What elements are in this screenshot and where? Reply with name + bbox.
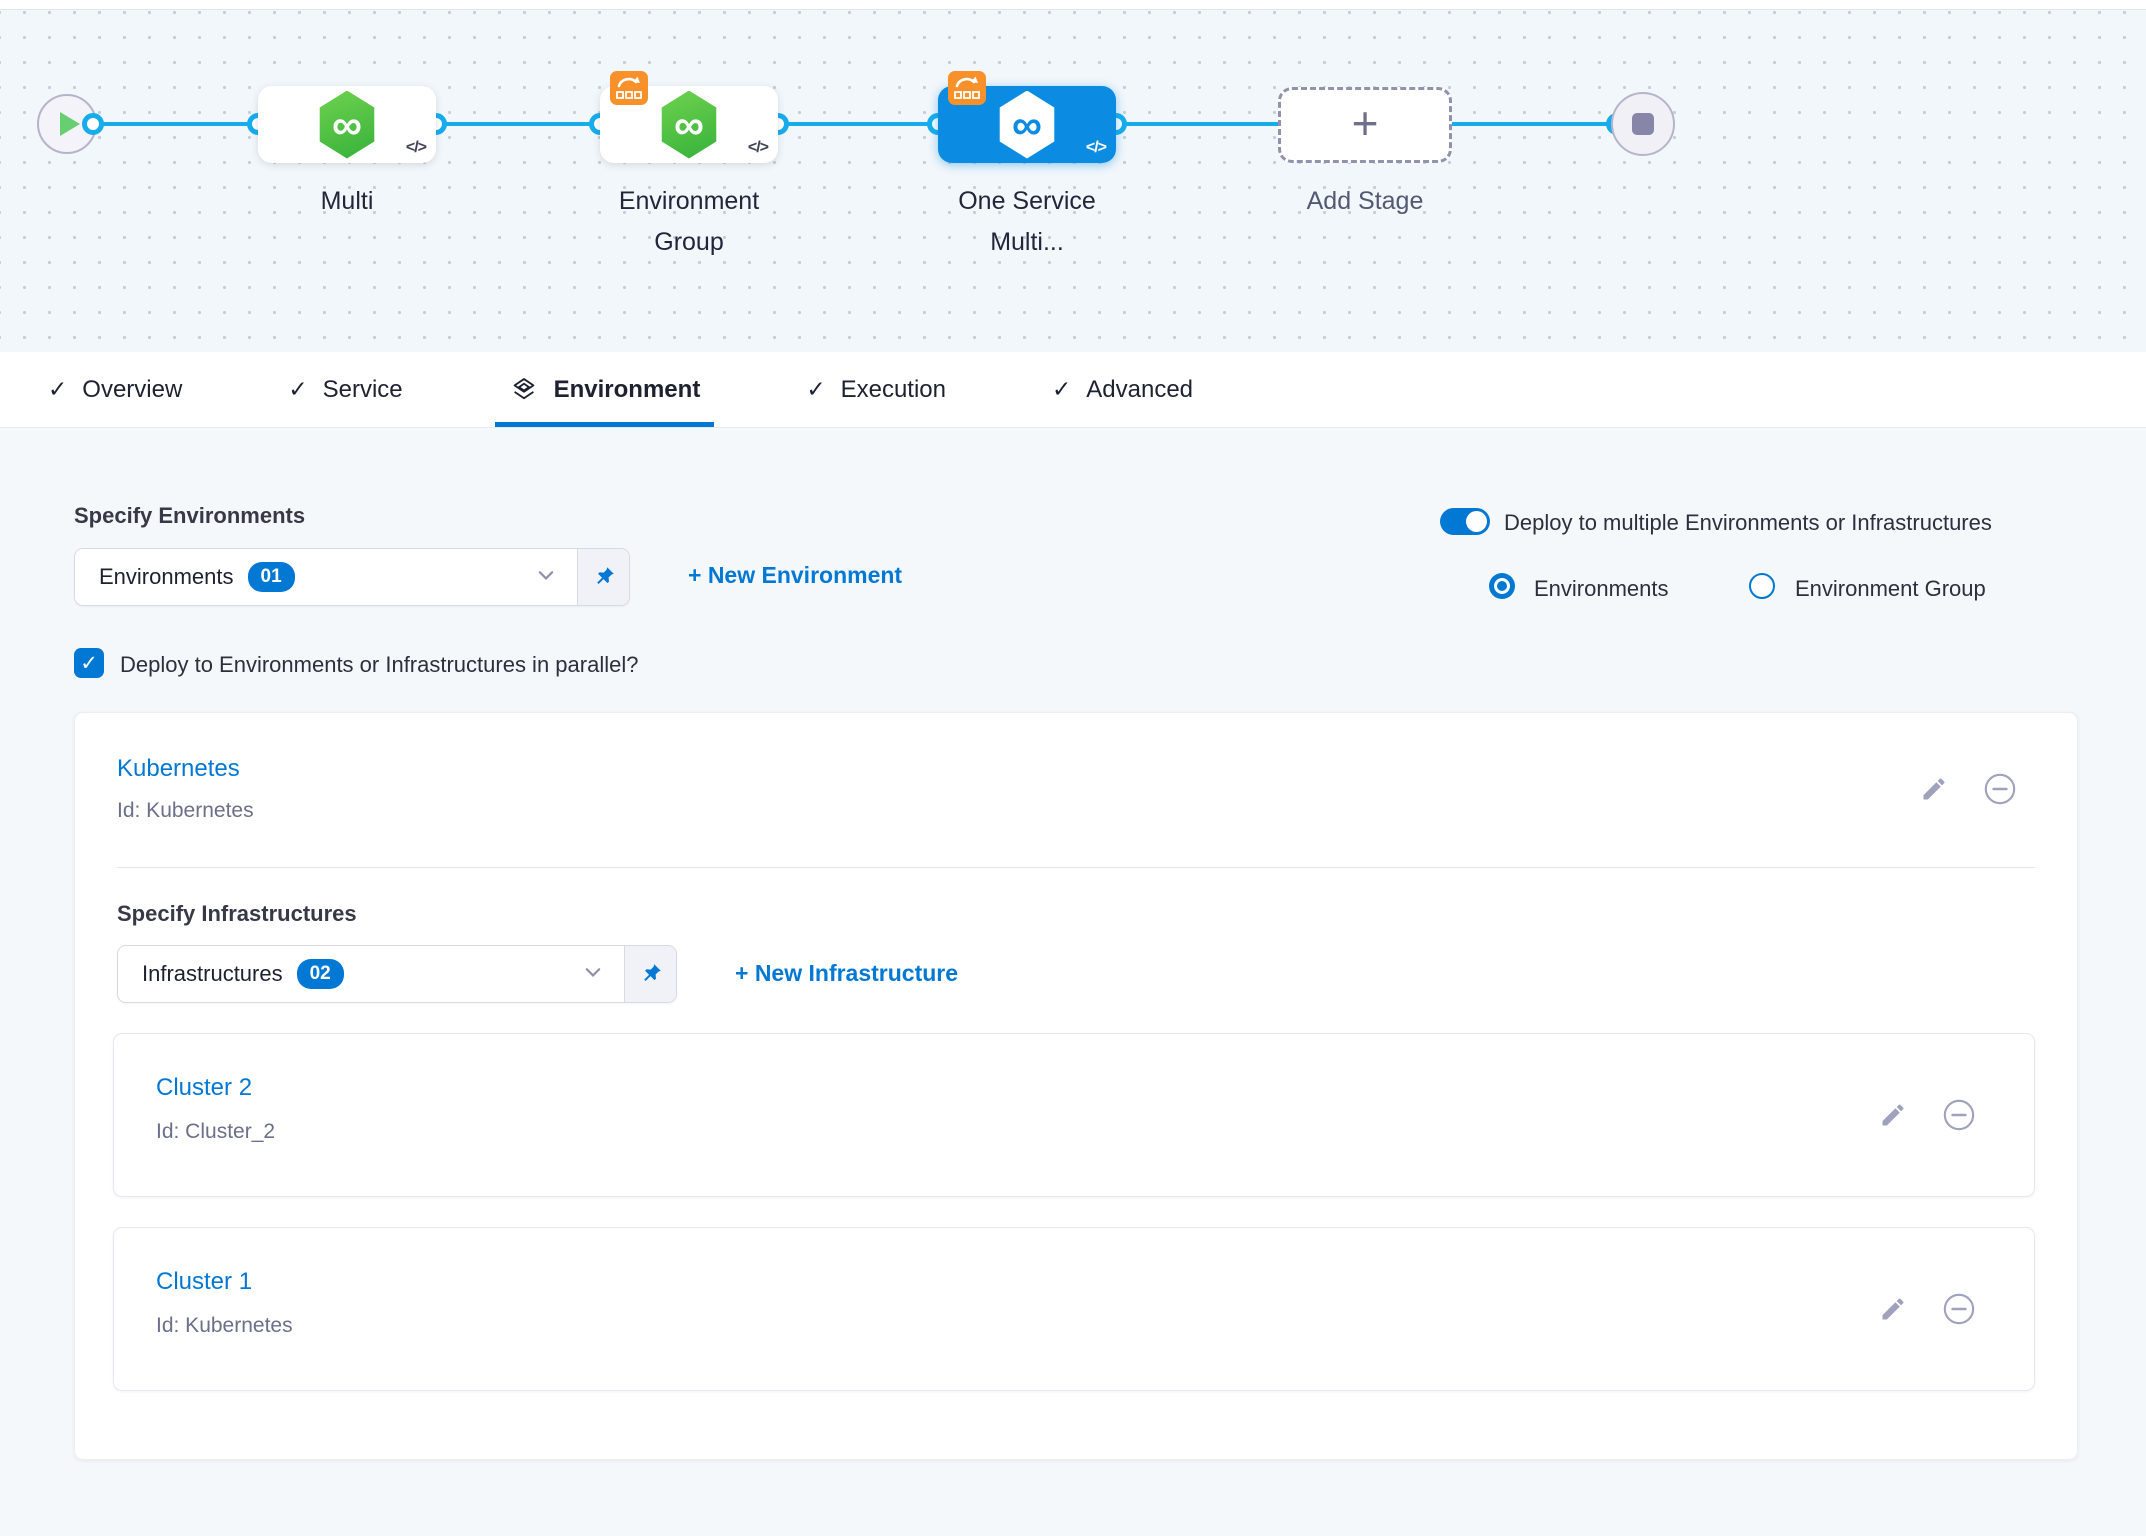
stage-node-environment-group[interactable]: ∞ </>	[600, 86, 778, 163]
infrastructure-row-actions	[1875, 1291, 1977, 1327]
top-strip	[0, 0, 2146, 10]
active-tab-underline	[495, 422, 715, 427]
infrastructures-select-value: Infrastructures	[142, 961, 283, 987]
minus-circle-icon	[1983, 772, 2017, 806]
remove-infrastructure-button[interactable]	[1941, 1097, 1977, 1133]
check-icon: ✓	[48, 376, 67, 403]
infrastructure-row-actions	[1875, 1097, 1977, 1133]
add-stage-label: Add Stage	[1265, 181, 1465, 222]
environments-select[interactable]: Environments 01	[74, 548, 630, 606]
service-infinity-icon: ∞	[996, 91, 1058, 159]
deploy-multiple-toggle[interactable]	[1440, 508, 1490, 535]
minus-circle-icon	[1942, 1098, 1976, 1132]
tab-overview[interactable]: ✓ Overview	[34, 352, 196, 427]
infrastructure-name-link[interactable]: Cluster 1	[156, 1268, 252, 1296]
minus-circle-icon	[1942, 1292, 1976, 1326]
parallel-checkbox-label: Deploy to Environments or Infrastructure…	[120, 652, 638, 678]
pencil-icon	[1879, 1101, 1907, 1129]
rollout-badge-icon	[948, 71, 986, 105]
infrastructure-id-text: Id: Cluster_2	[156, 1120, 275, 1144]
pin-button[interactable]	[624, 946, 676, 1002]
parallel-checkbox[interactable]: ✓	[74, 648, 104, 678]
deploy-multiple-toggle-label: Deploy to multiple Environments or Infra…	[1504, 510, 1992, 536]
remove-environment-button[interactable]	[1982, 771, 2018, 807]
service-infinity-icon: ∞	[658, 91, 720, 159]
specify-environments-label: Specify Environments	[74, 503, 305, 529]
infrastructures-select[interactable]: Infrastructures 02	[117, 945, 677, 1003]
edit-infrastructure-button[interactable]	[1875, 1097, 1911, 1133]
add-stage-button[interactable]: +	[1278, 87, 1452, 163]
infrastructure-card-cluster-2: Cluster 2 Id: Cluster_2	[113, 1033, 2035, 1197]
infrastructure-id-text: Id: Kubernetes	[156, 1314, 293, 1338]
code-icon: </>	[1086, 139, 1106, 157]
diamond-layers-icon	[509, 375, 539, 405]
infrastructures-count-badge: 02	[297, 959, 344, 989]
infrastructure-card-cluster-1: Cluster 1 Id: Kubernetes	[113, 1227, 2035, 1391]
pin-button[interactable]	[577, 549, 629, 605]
environments-count-badge: 01	[248, 562, 295, 592]
environment-tab-content: Specify Environments Environments 01 + N…	[0, 428, 2146, 1536]
radio-environments-label: Environments	[1534, 576, 1669, 602]
check-icon: ✓	[806, 376, 825, 403]
environment-id-text: Id: Kubernetes	[117, 799, 254, 823]
stage-node-multi[interactable]: ∞ </>	[258, 86, 436, 163]
play-icon	[60, 112, 80, 136]
stage-label-one-service-multi: One Service Multi...	[927, 181, 1127, 262]
stage-label-multi: Multi	[247, 181, 447, 222]
plus-icon: +	[1352, 100, 1379, 146]
stop-icon	[1632, 113, 1654, 135]
new-environment-link[interactable]: + New Environment	[688, 562, 902, 589]
service-infinity-icon: ∞	[316, 91, 378, 159]
chevron-down-icon	[535, 564, 557, 591]
divider	[117, 867, 2035, 868]
environments-select-value: Environments	[99, 564, 234, 590]
rollout-badge-icon	[610, 71, 648, 105]
stage-label-environment-group: Environment Group	[589, 181, 789, 262]
pin-icon	[592, 565, 616, 589]
environment-card: Kubernetes Id: Kubernetes Specify Infras…	[74, 712, 2078, 1460]
check-icon: ✓	[288, 376, 307, 403]
code-icon: </>	[406, 139, 426, 157]
radio-environment-group[interactable]	[1749, 573, 1775, 599]
radio-environment-group-label: Environment Group	[1795, 576, 1986, 602]
environment-name-link[interactable]: Kubernetes	[117, 755, 240, 783]
pencil-icon	[1920, 775, 1948, 803]
specify-infrastructures-label: Specify Infrastructures	[117, 901, 357, 927]
check-icon: ✓	[80, 651, 98, 676]
code-icon: </>	[748, 139, 768, 157]
edit-environment-button[interactable]	[1916, 771, 1952, 807]
environments-select-field[interactable]: Environments 01	[75, 549, 577, 605]
tab-service[interactable]: ✓ Service	[274, 352, 416, 427]
port	[82, 113, 104, 135]
stage-node-one-service-multi[interactable]: ∞ </>	[938, 86, 1116, 163]
radio-environments[interactable]	[1489, 573, 1515, 599]
chevron-down-icon	[582, 961, 604, 988]
check-icon: ✓	[1052, 376, 1071, 403]
toggle-knob	[1466, 511, 1487, 532]
tab-environment[interactable]: Environment	[495, 352, 715, 427]
infrastructure-name-link[interactable]: Cluster 2	[156, 1074, 252, 1102]
tab-execution[interactable]: ✓ Execution	[792, 352, 960, 427]
pipeline-canvas[interactable]: ∞ </> Multi ∞ </> Environment Group	[0, 11, 2146, 352]
stage-tabbar: ✓ Overview ✓ Service Environment ✓ Execu…	[0, 352, 2146, 428]
pencil-icon	[1879, 1295, 1907, 1323]
edit-infrastructure-button[interactable]	[1875, 1291, 1911, 1327]
environment-row-actions	[1916, 771, 2018, 807]
infrastructures-select-field[interactable]: Infrastructures 02	[118, 946, 624, 1002]
remove-infrastructure-button[interactable]	[1941, 1291, 1977, 1327]
new-infrastructure-link[interactable]: + New Infrastructure	[735, 960, 958, 987]
pin-icon	[639, 962, 663, 986]
pipeline-end-node[interactable]	[1611, 92, 1675, 156]
tab-advanced[interactable]: ✓ Advanced	[1038, 352, 1207, 427]
